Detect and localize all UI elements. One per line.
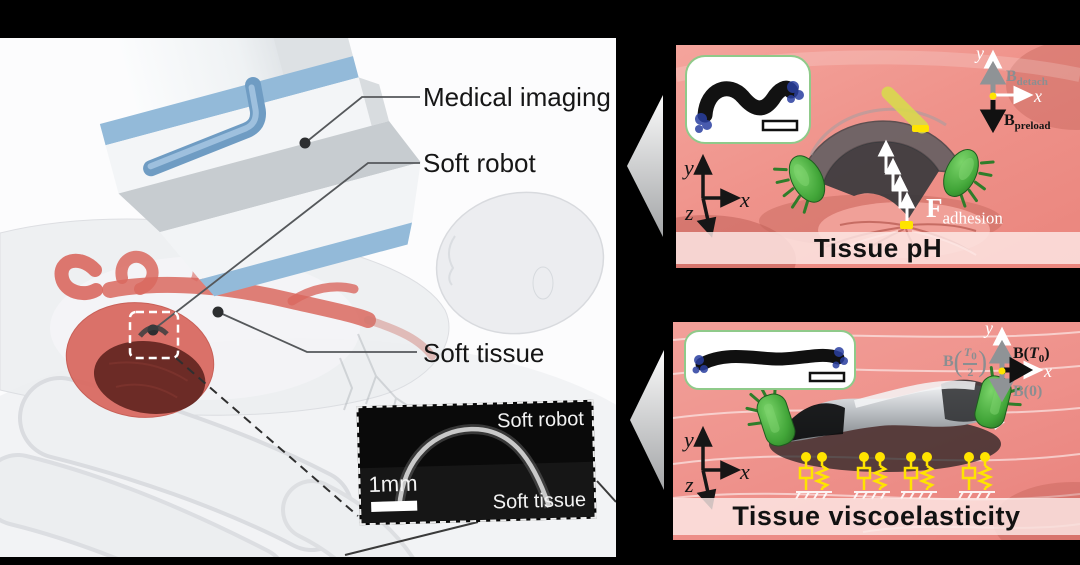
soft-robot-label: Soft robot — [423, 148, 536, 178]
us-scale-label: 1mm — [368, 470, 418, 498]
visco-caption-band: Tissue viscoelasticity — [673, 498, 1080, 535]
ph-axis-x-label: x — [739, 187, 750, 212]
lower-leg — [0, 457, 274, 557]
s-shaped-robot — [697, 80, 799, 123]
b-preload-label: Bpreload — [1004, 112, 1051, 133]
head — [435, 191, 605, 335]
device-head-front — [159, 162, 421, 280]
yellow-contact-pad — [900, 221, 913, 229]
device-head-top — [118, 121, 421, 233]
beam-highlight — [854, 380, 976, 408]
ph-robot-photo — [695, 80, 804, 133]
visco-axis-y-label: y — [682, 427, 694, 452]
us-soft-tissue-label: Soft tissue — [492, 488, 587, 514]
field-origin-dot — [989, 92, 997, 100]
inset-connector-line-right — [596, 480, 616, 503]
b-detach-label: Bdetach — [1006, 68, 1048, 89]
imaging-device — [99, 38, 421, 297]
visco-robot-photo-inset — [684, 330, 856, 390]
tissue-ph-panel: y x z y x — [676, 45, 1080, 268]
vasculature — [54, 250, 436, 418]
spring-damper-icon — [853, 452, 890, 500]
photo-scale-bar — [761, 119, 799, 132]
shin — [285, 483, 410, 557]
robot-echo-arc — [396, 426, 552, 508]
flat-soft-robot — [745, 366, 1023, 447]
visco-axis-x-label: x — [739, 459, 750, 484]
visco-field-widget — [988, 326, 1044, 403]
visco-axis-z-label: z — [684, 472, 694, 497]
straight-robot — [695, 348, 845, 371]
ear — [532, 266, 554, 300]
ph-axes — [693, 153, 742, 238]
soft-tissue-label: Soft tissue — [423, 338, 545, 368]
b-zero-label: B(0) — [1013, 383, 1043, 400]
device-bottom-band — [199, 222, 413, 297]
roi-to-inset-dashed-line — [175, 357, 359, 517]
us-soft-robot-label: Soft robot — [496, 407, 585, 433]
spring-damper-units — [795, 452, 995, 500]
tissue-shade — [1006, 45, 1080, 130]
face-profile — [448, 235, 456, 286]
adhesion-arrows — [877, 139, 916, 225]
spring-damper-icon — [900, 452, 937, 500]
device-blue-band — [99, 56, 359, 146]
inset-connector-line-left — [344, 521, 479, 556]
ph-mini-axis-x-label: x — [1033, 86, 1042, 106]
blue-footpad-fuzz — [695, 81, 804, 133]
blue-footpad-fuzz — [692, 347, 848, 374]
beam-dark-segment — [785, 403, 845, 442]
medical-imaging-label: Medical imaging — [423, 82, 611, 112]
tissue-viscoelasticity-panel: y x z y x — [673, 322, 1080, 540]
ph-axis-z-label: z — [684, 200, 694, 225]
us-scale-bar — [371, 500, 418, 512]
footpad-left — [773, 155, 826, 214]
visco-robot-photo — [692, 347, 848, 383]
footpad-left — [745, 384, 796, 447]
visco-mini-axis-x-label: x — [1043, 361, 1052, 381]
f-adhesion-label: Fadhesion — [926, 193, 1003, 228]
visco-caption: Tissue viscoelasticity — [732, 501, 1021, 531]
ph-field-widget — [979, 49, 1034, 134]
roi-dashed-box — [128, 310, 180, 360]
yellow-stripe — [881, 86, 929, 134]
chevron-left-icon-top — [627, 95, 663, 237]
photo-scale-bar — [808, 371, 846, 383]
b-t0-label: B(T0) — [1013, 345, 1050, 366]
ph-caption: Tissue pH — [813, 232, 943, 263]
mini-robot-arc — [138, 325, 169, 338]
footpad-right — [943, 149, 995, 208]
thigh — [22, 380, 350, 548]
spring-damper-icon — [795, 452, 832, 500]
chevron-left-icon-bottom — [630, 350, 664, 490]
leader-lines — [152, 96, 420, 353]
ultrasound-inset: Soft robot 1mm Soft tissue — [356, 399, 597, 526]
ultrasound-image — [358, 401, 595, 524]
soft-tissue-dot — [212, 306, 224, 318]
ph-robot-photo-inset — [685, 55, 811, 144]
yellow-tab — [912, 125, 929, 132]
ph-mini-axis-y-label: y — [974, 45, 984, 63]
medical-imaging-dot — [299, 137, 311, 149]
visco-mini-axis-y-label: y — [983, 322, 993, 338]
spring-damper-icon — [958, 452, 995, 500]
ph-axis-y-label: y — [682, 155, 694, 180]
field-origin-dot — [998, 367, 1006, 375]
ph-caption-band: Tissue pH — [676, 232, 1080, 264]
